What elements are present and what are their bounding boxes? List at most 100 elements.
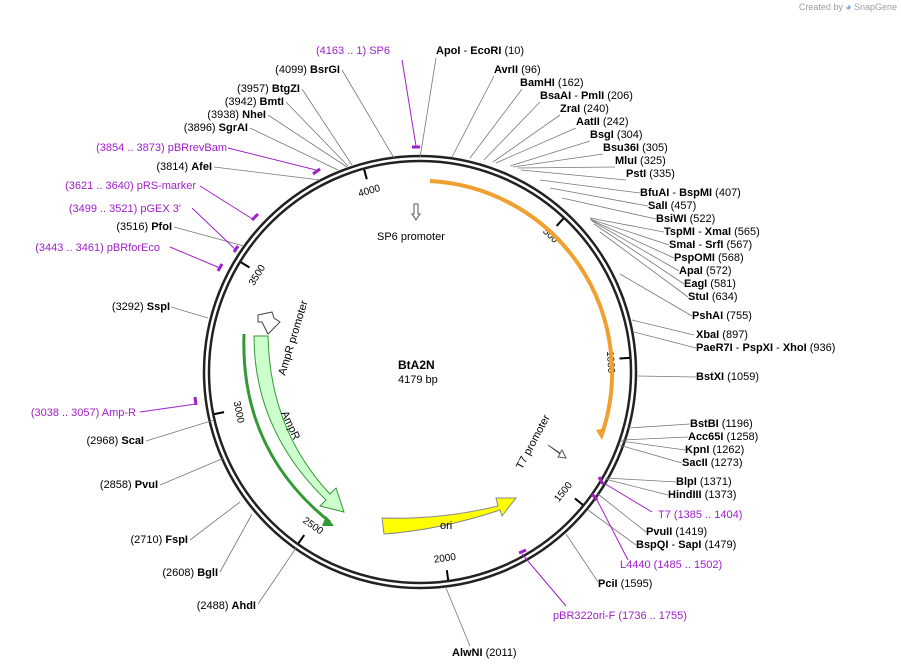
primer-leader [595, 497, 629, 561]
site-label-zrai[interactable]: ZraI (240) [560, 103, 609, 115]
primer-label-sp6[interactable]: (4163 .. 1) SP6 [316, 45, 390, 57]
site-label-tspmi[interactable]: TspMI - XmaI (565) [664, 226, 760, 238]
enzyme-name: ZraI [560, 103, 580, 115]
site-position: (1273) [708, 457, 743, 469]
enzyme-name: Acc65I [688, 431, 723, 443]
site-label-nhei[interactable]: (3938) NheI [207, 109, 266, 121]
site-position: (634) [709, 291, 738, 303]
primer-text: (3621 .. 3640) [65, 180, 134, 192]
ampr-arrow[interactable] [253, 335, 345, 513]
leader-line [621, 436, 689, 441]
site-label-sacii[interactable]: SacII (1273) [682, 457, 743, 469]
site-position: (96) [518, 64, 541, 76]
site-position: (565) [731, 226, 760, 238]
site-label-sgrai[interactable]: (3896) SgrAI [184, 122, 248, 134]
site-label-bstbi[interactable]: BstBI (1196) [690, 418, 753, 430]
enzyme-name: BsgI [590, 129, 614, 141]
leader-line [341, 69, 395, 159]
enzyme-name: PstI [626, 168, 646, 180]
site-position: (2968) [87, 435, 119, 447]
site-label-pfoi[interactable]: (3516) PfoI [116, 221, 172, 233]
site-label-fspi[interactable]: (2710) FspI [131, 534, 188, 546]
site-position: (936) [807, 342, 836, 354]
ori-arrow[interactable] [381, 497, 518, 535]
ampr-outer-line [242, 333, 331, 524]
site-label-bsrgi[interactable]: (4099) BsrGI [275, 64, 340, 76]
enzyme-name: BstXI [696, 371, 724, 383]
site-position: (1059) [724, 371, 759, 383]
primer-label-amp-r[interactable]: (3038 .. 3057) Amp-R [31, 407, 136, 419]
leader-line [419, 57, 437, 159]
site-label-bsiwi[interactable]: BsiWI (522) [656, 213, 715, 225]
leader-line [587, 509, 637, 546]
site-label-alwni[interactable]: AlwNI (2011) [452, 647, 517, 659]
site-position: (3957) [237, 83, 269, 95]
sp6-promoter-label: SP6 promoter [377, 231, 445, 243]
leader-line [189, 501, 241, 541]
site-label-bamhi[interactable]: BamHI (162) [520, 77, 584, 89]
site-label-pvui[interactable]: (2858) PvuI [100, 479, 158, 491]
tick-label-3500: 3500 [247, 263, 268, 288]
leader-line [517, 166, 616, 169]
site-position: (10) [501, 45, 524, 57]
primer-label-pbr322ori-f[interactable]: pBR322ori-F (1736 .. 1755) [553, 610, 687, 622]
site-label-btgzi[interactable]: (3957) BtgZI [237, 83, 300, 95]
site-label-eagi[interactable]: EagI (581) [684, 278, 736, 290]
primer-label-prs-marker[interactable]: (3621 .. 3640) pRS-marker [65, 180, 196, 192]
site-label-acc65i[interactable]: Acc65I (1258) [688, 431, 758, 443]
site-label-apoi[interactable]: ApoI - EcoRI (10) [436, 45, 524, 57]
site-label-bsaai[interactable]: BsaAI - PmlI (206) [540, 90, 633, 102]
site-label-kpni[interactable]: KpnI (1262) [685, 444, 744, 456]
site-label-bsu36i[interactable]: Bsu36I (305) [603, 142, 668, 154]
site-label-sali[interactable]: SalI (457) [648, 200, 696, 212]
ampr-promoter-arrow[interactable] [257, 311, 281, 335]
site-label-pcii[interactable]: PciI (1595) [598, 578, 652, 590]
enzyme-name: SalI [648, 200, 668, 212]
site-label-bfuai[interactable]: BfuAI - BspMI (407) [640, 187, 741, 199]
site-label-pvuii[interactable]: PvuII (1419) [646, 526, 707, 538]
site-label-psti[interactable]: PstI (335) [626, 168, 675, 180]
site-label-bmti[interactable]: (3942) BmtI [225, 96, 284, 108]
enzyme-name: BsaAI [540, 90, 571, 102]
site-position: (242) [600, 116, 629, 128]
site-label-pspomi[interactable]: PspOMI (568) [674, 252, 744, 264]
primer-label-t7[interactable]: T7 (1385 .. 1404) [658, 509, 742, 521]
sp6-promoter-arrow[interactable] [411, 203, 421, 221]
enzyme-name: NheI [242, 109, 266, 121]
primer-label-pbrforeco[interactable]: (3443 .. 3461) pBRforEco [35, 242, 160, 254]
site-position: - [669, 187, 679, 199]
enzyme-name: XmaI [705, 226, 731, 238]
enzyme-name: SacII [682, 457, 708, 469]
site-label-sspi[interactable]: (3292) SspI [112, 301, 170, 313]
primer-label-pgex-3-[interactable]: (3499 .. 3521) pGEX 3' [69, 203, 181, 215]
site-label-hindiii[interactable]: HindIII (1373) [668, 489, 736, 501]
site-label-stui[interactable]: StuI (634) [688, 291, 738, 303]
site-position: (335) [646, 168, 675, 180]
site-label-bspqi[interactable]: BspQI - SapI (1479) [636, 539, 736, 551]
site-label-xbai[interactable]: XbaI (897) [696, 329, 748, 341]
site-label-bgli[interactable]: (2608) BglI [162, 567, 218, 579]
leader-line [520, 169, 627, 181]
site-position: - [571, 90, 581, 102]
site-label-bsgi[interactable]: BsgI (304) [590, 129, 643, 141]
primer-label-pbrrevbam[interactable]: (3854 .. 3873) pBRrevBam [96, 142, 227, 154]
site-label-afei[interactable]: (3814) AfeI [156, 161, 212, 173]
site-label-mlui[interactable]: MluI (325) [615, 155, 666, 167]
site-label-blpi[interactable]: BlpI (1371) [676, 476, 732, 488]
site-label-bstxi[interactable]: BstXI (1059) [696, 371, 759, 383]
leader-line [589, 218, 670, 246]
mcs-feature-arc[interactable] [429, 179, 614, 435]
site-label-paer7i[interactable]: PaeR7I - PspXI - XhoI (936) [696, 342, 835, 354]
t7-promoter-arrow[interactable] [547, 444, 567, 459]
site-label-smai[interactable]: SmaI - SrfI (567) [669, 239, 752, 251]
site-label-pshai[interactable]: PshAI (755) [692, 310, 752, 322]
leader-line [589, 217, 665, 233]
site-label-scai[interactable]: (2968) ScaI [87, 435, 145, 447]
leader-line [257, 547, 297, 605]
site-label-apai[interactable]: ApaI (572) [679, 265, 732, 277]
site-label-ahdi[interactable]: (2488) AhdI [197, 600, 256, 612]
primer-label-l4440[interactable]: L4440 (1485 .. 1502) [620, 559, 722, 571]
site-label-avrii[interactable]: AvrII (96) [494, 64, 541, 76]
enzyme-name: StuI [688, 291, 709, 303]
site-label-aatii[interactable]: AatII (242) [576, 116, 629, 128]
